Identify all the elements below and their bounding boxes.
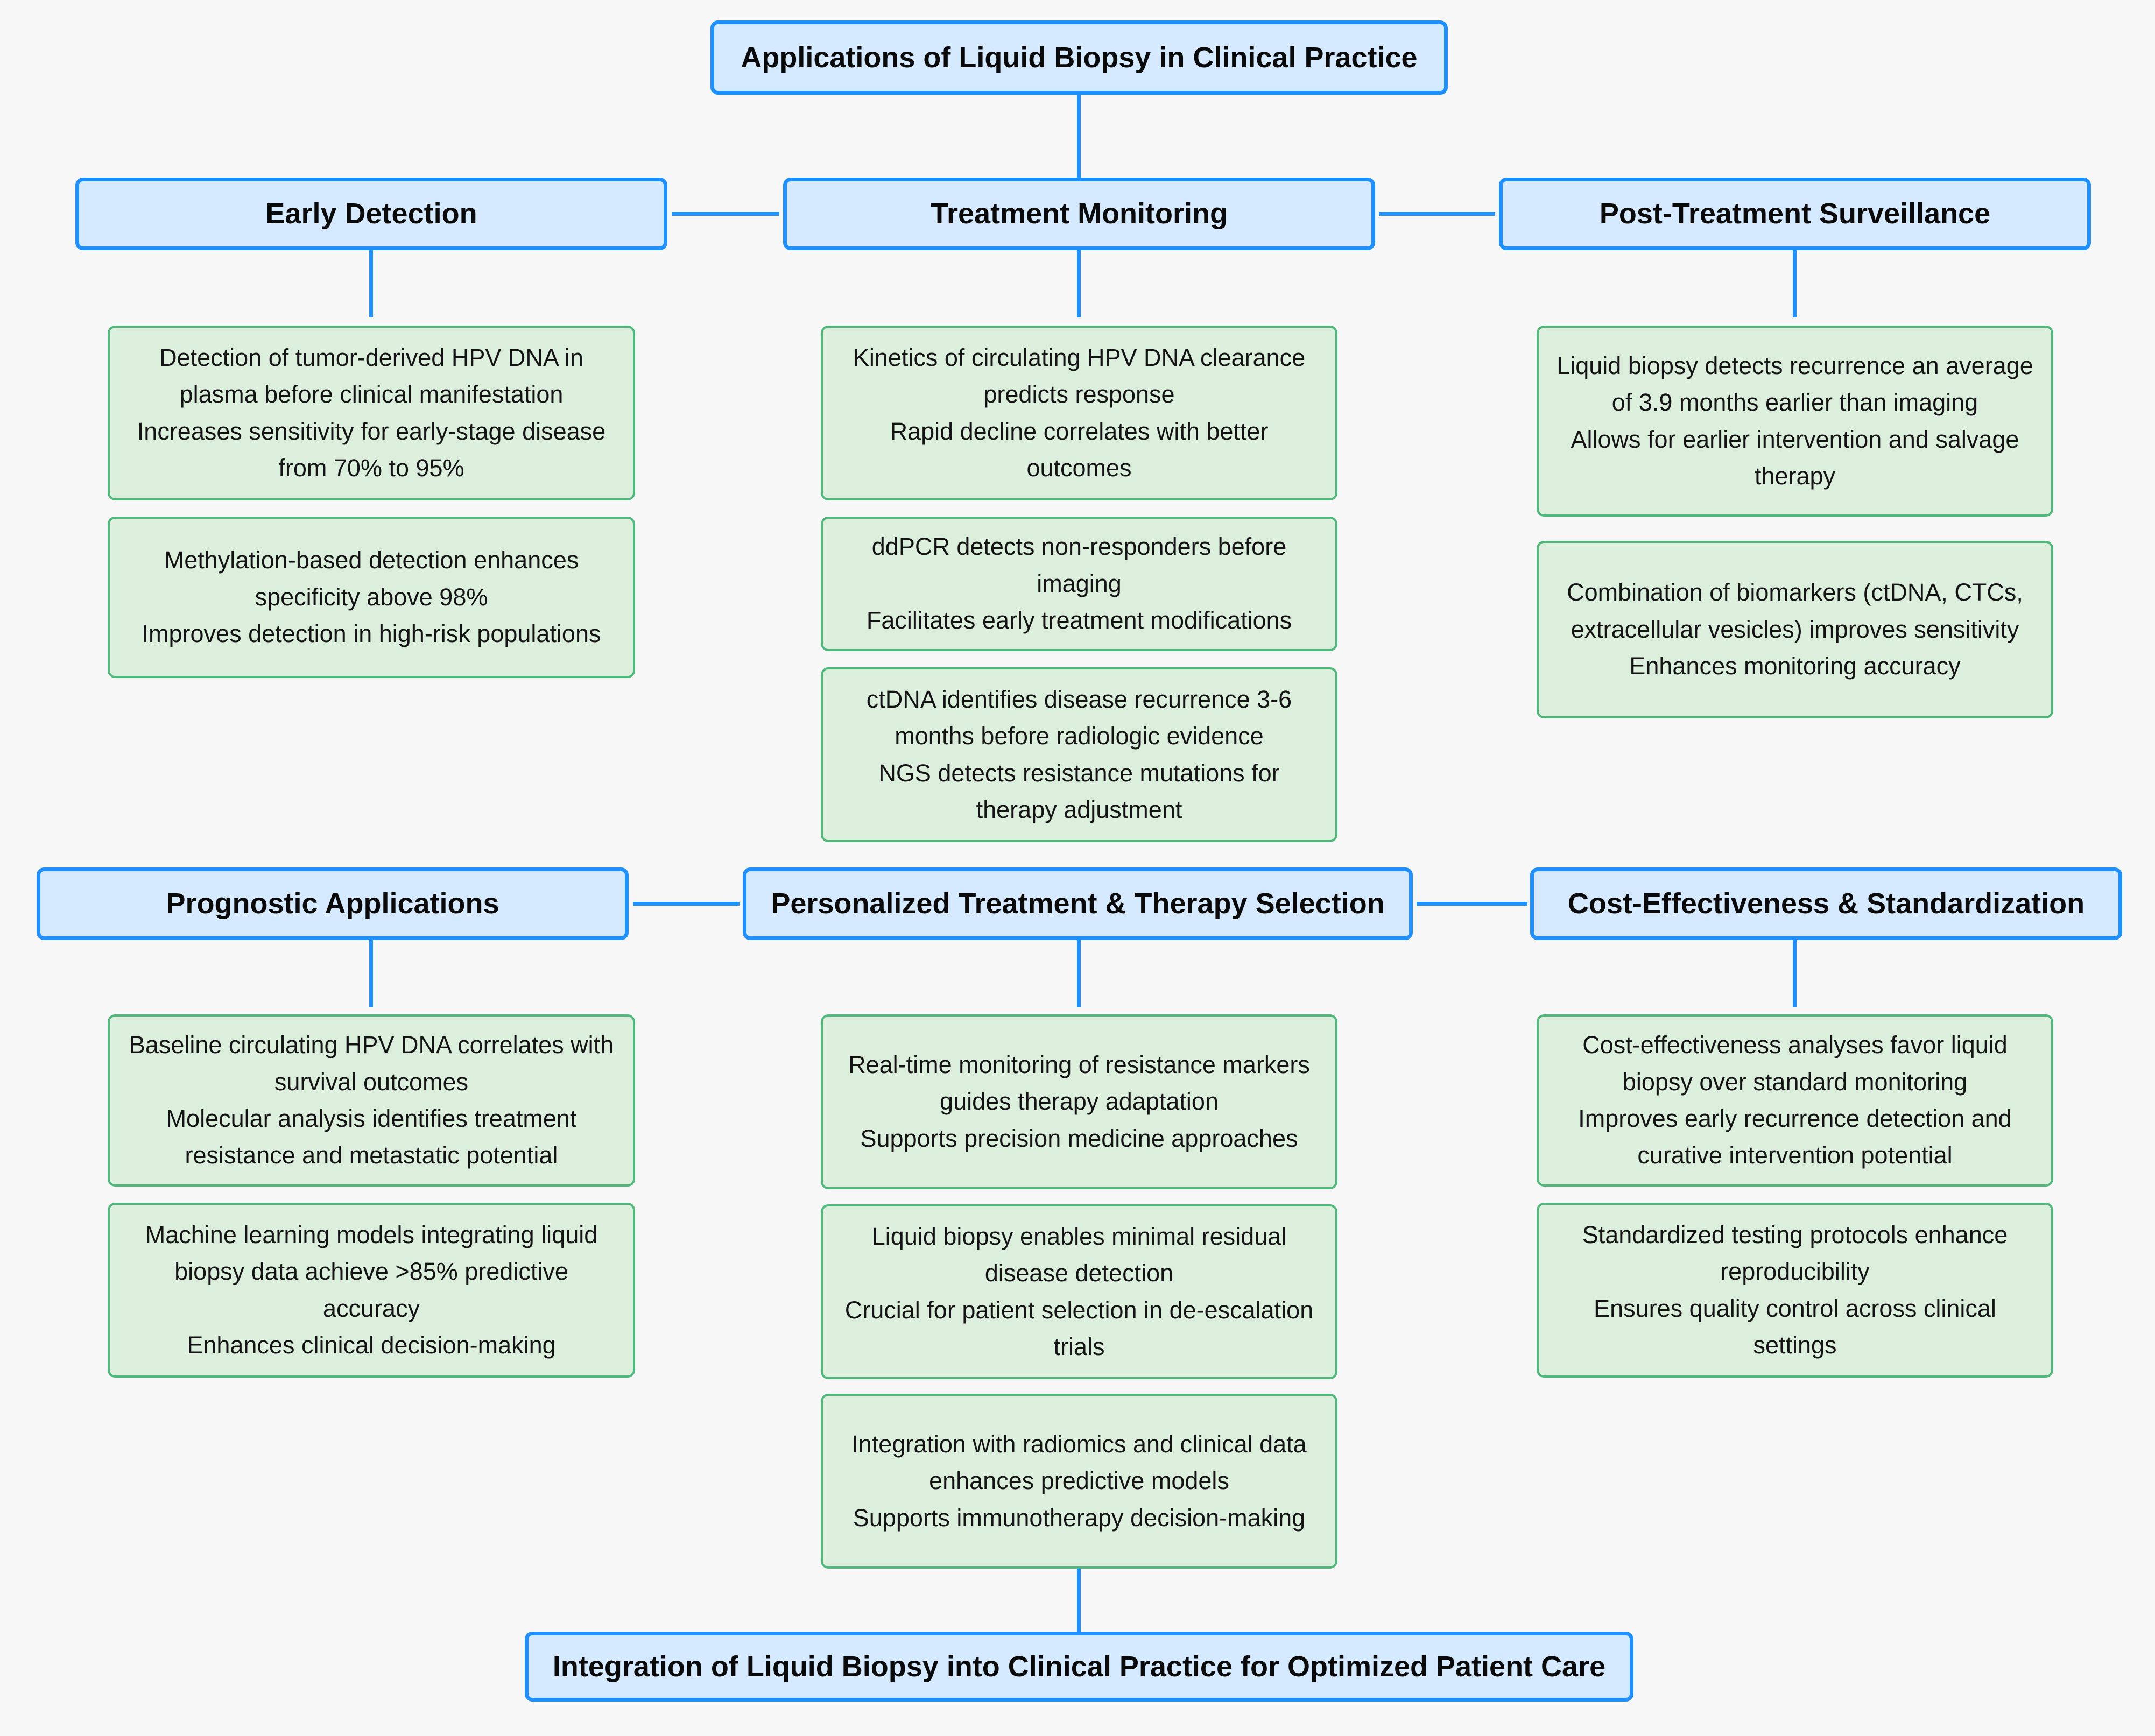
leaf-node-text: Machine learning models integrating liqu…: [145, 1220, 598, 1359]
leaf-node-text: Liquid biopsy enables minimal residual d…: [844, 1222, 1314, 1360]
leaf-node-text: Cost-effectiveness analyses favor liquid…: [1578, 1031, 2012, 1169]
connector-personalized-treatment-to-cost-effectiveness: [1417, 902, 1527, 906]
leaf-node[interactable]: ctDNA identifies disease recurrence 3-6 …: [821, 667, 1337, 842]
connector-cost-effectiveness-to-leaves: [1793, 940, 1797, 1007]
connector-early-detection-to-leaves: [369, 250, 373, 317]
connector-prognostic-applications-to-personalized-treatment: [633, 902, 740, 906]
branch-header-treatment-monitoring[interactable]: Treatment Monitoring: [783, 178, 1375, 250]
leaf-node[interactable]: Real-time monitoring of resistance marke…: [821, 1014, 1337, 1189]
leaf-node-text: Integration with radiomics and clinical …: [851, 1430, 1307, 1532]
branch-header-label: Personalized Treatment & Therapy Selecti…: [771, 887, 1385, 920]
leaf-node[interactable]: Detection of tumor-derived HPV DNA in pl…: [108, 326, 635, 500]
footer-node-label: Integration of Liquid Biopsy into Clinic…: [552, 1650, 1606, 1683]
leaf-node-text: Kinetics of circulating HPV DNA clearanc…: [853, 343, 1306, 482]
root-node-applications-of-liquid-biopsy[interactable]: Applications of Liquid Biopsy in Clinica…: [710, 20, 1448, 95]
connector-early-detection-to-treatment-monitoring: [672, 212, 779, 216]
leaf-node[interactable]: Kinetics of circulating HPV DNA clearanc…: [821, 326, 1337, 500]
connector-root-to-treatment-monitoring: [1077, 95, 1081, 178]
branch-header-prognostic-applications[interactable]: Prognostic Applications: [37, 867, 629, 940]
leaf-node[interactable]: Baseline circulating HPV DNA correlates …: [108, 1014, 635, 1187]
branch-header-label: Cost-Effectiveness & Standardization: [1567, 887, 2085, 920]
branch-header-label: Treatment Monitoring: [931, 197, 1228, 230]
leaf-node[interactable]: Combination of biomarkers (ctDNA, CTCs, …: [1537, 541, 2053, 718]
leaf-node-text: Baseline circulating HPV DNA correlates …: [129, 1031, 614, 1169]
connector-personalized-treatment-to-footer: [1077, 1569, 1081, 1636]
leaf-node[interactable]: Liquid biopsy enables minimal residual d…: [821, 1204, 1337, 1379]
leaf-node[interactable]: Standardized testing protocols enhance r…: [1537, 1203, 2053, 1378]
leaf-node-text: Combination of biomarkers (ctDNA, CTCs, …: [1567, 578, 2023, 680]
branch-header-cost-effectiveness[interactable]: Cost-Effectiveness & Standardization: [1530, 867, 2122, 940]
branch-header-label: Prognostic Applications: [166, 887, 499, 920]
branch-header-label: Post-Treatment Surveillance: [1599, 197, 1991, 230]
connector-prognostic-applications-to-leaves: [369, 940, 373, 1007]
branch-header-personalized-treatment[interactable]: Personalized Treatment & Therapy Selecti…: [743, 867, 1413, 940]
connector-post-treatment-surveillance-to-leaves: [1793, 250, 1797, 317]
leaf-node-text: ddPCR detects non-responders before imag…: [866, 533, 1292, 634]
leaf-node-text: ctDNA identifies disease recurrence 3-6 …: [866, 685, 1292, 823]
branch-header-label: Early Detection: [265, 197, 477, 230]
leaf-node[interactable]: Liquid biopsy detects recurrence an aver…: [1537, 326, 2053, 517]
leaf-node-text: Detection of tumor-derived HPV DNA in pl…: [137, 343, 606, 482]
footer-node-integration-of-liquid-biopsy[interactable]: Integration of Liquid Biopsy into Clinic…: [525, 1632, 1633, 1702]
leaf-node[interactable]: Methylation-based detection enhances spe…: [108, 517, 635, 678]
branch-header-early-detection[interactable]: Early Detection: [75, 178, 667, 250]
leaf-node-text: Liquid biopsy detects recurrence an aver…: [1557, 351, 2033, 490]
root-node-label: Applications of Liquid Biopsy in Clinica…: [741, 41, 1418, 74]
leaf-node-text: Real-time monitoring of resistance marke…: [848, 1050, 1310, 1152]
connector-treatment-monitoring-to-leaves: [1077, 250, 1081, 317]
leaf-node[interactable]: ddPCR detects non-responders before imag…: [821, 517, 1337, 651]
leaf-node-text: Standardized testing protocols enhance r…: [1582, 1220, 2008, 1359]
leaf-node[interactable]: Integration with radiomics and clinical …: [821, 1394, 1337, 1569]
leaf-node[interactable]: Cost-effectiveness analyses favor liquid…: [1537, 1014, 2053, 1187]
leaf-node-text: Methylation-based detection enhances spe…: [142, 546, 601, 648]
connector-personalized-treatment-to-leaves: [1077, 940, 1081, 1007]
connector-treatment-monitoring-to-post-treatment-surveillance: [1379, 212, 1495, 216]
leaf-node[interactable]: Machine learning models integrating liqu…: [108, 1203, 635, 1378]
branch-header-post-treatment-surveillance[interactable]: Post-Treatment Surveillance: [1499, 178, 2091, 250]
